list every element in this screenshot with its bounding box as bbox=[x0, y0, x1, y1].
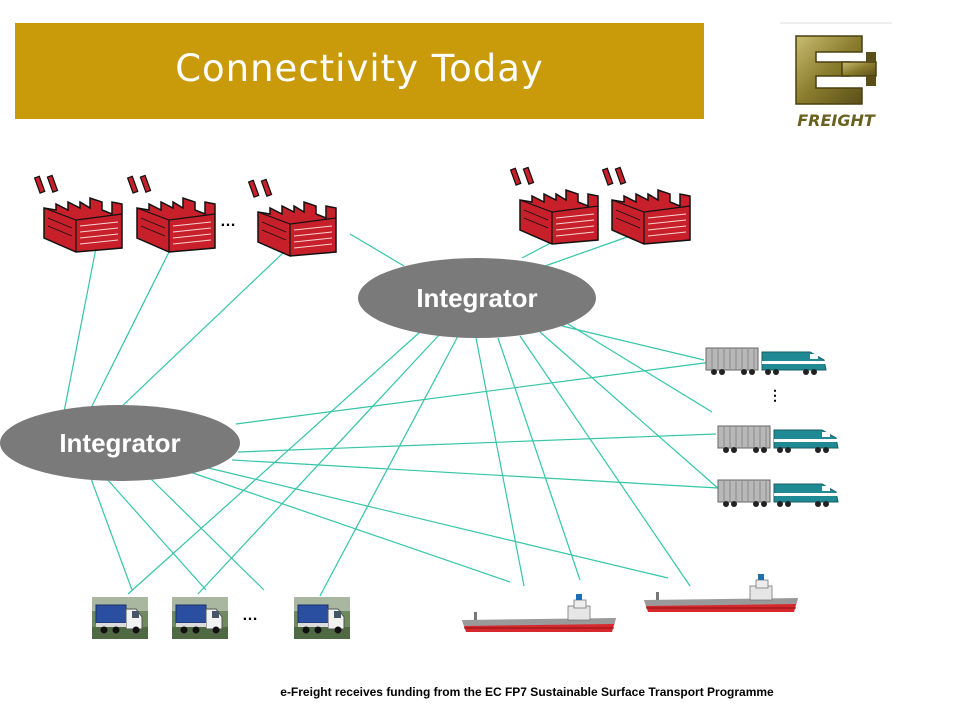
logo-text: FREIGHT bbox=[797, 111, 876, 130]
factory-ellipsis: … bbox=[220, 213, 236, 230]
train-ellipsis: ⋮ bbox=[768, 387, 782, 403]
page-title: Connectivity Today bbox=[175, 47, 544, 90]
integrator-top-label: Integrator bbox=[416, 283, 537, 313]
integrator-top: Integrator bbox=[358, 258, 596, 338]
truck-icon bbox=[91, 596, 149, 640]
train-icon bbox=[717, 479, 839, 508]
title-banner: Connectivity Today bbox=[15, 23, 704, 119]
train-group: ⋮ bbox=[705, 347, 839, 508]
truck-group: … bbox=[91, 596, 351, 640]
ship-group bbox=[461, 573, 799, 633]
train-icon bbox=[705, 347, 827, 376]
footer-text: e-Freight receives funding from the EC F… bbox=[280, 685, 774, 699]
truck-icon bbox=[171, 596, 229, 640]
e-freight-logo: FREIGHT bbox=[780, 22, 892, 130]
factory-icon bbox=[33, 174, 123, 253]
ship-icon bbox=[461, 593, 617, 633]
ship-icon bbox=[643, 573, 799, 613]
factory-icon bbox=[601, 166, 691, 245]
factory-icon bbox=[509, 166, 599, 245]
footer: e-Freight receives funding from the EC F… bbox=[0, 683, 960, 701]
factory-icon bbox=[126, 174, 216, 253]
factory-group-right bbox=[509, 166, 691, 245]
train-icon bbox=[717, 425, 839, 454]
integrator-left: Integrator bbox=[0, 405, 240, 481]
truck-ellipsis: … bbox=[242, 607, 258, 624]
connector-lines bbox=[63, 233, 721, 597]
integrator-left-label: Integrator bbox=[59, 428, 180, 458]
truck-icon bbox=[293, 596, 351, 640]
factory-group-left: … bbox=[33, 174, 337, 257]
factory-icon bbox=[247, 178, 337, 257]
